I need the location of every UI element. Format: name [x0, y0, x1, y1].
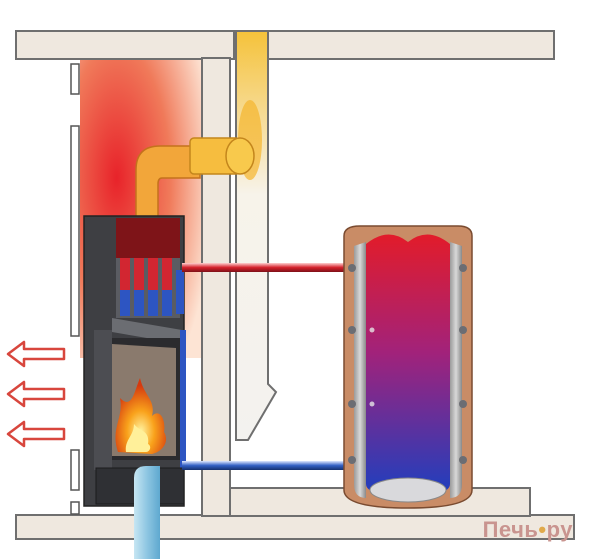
heat-arrow-icon — [6, 380, 66, 408]
floor-wall — [15, 514, 575, 540]
ceiling-wall — [15, 30, 555, 60]
water-pipe-icon — [182, 461, 368, 470]
fireplace-insert — [83, 215, 186, 507]
chimney-flue — [235, 30, 278, 441]
water-storage-tank — [343, 225, 473, 509]
watermark-right: ру — [546, 517, 573, 542]
brand-watermark: Печь•ру — [483, 517, 573, 543]
watermark-left: Печь — [482, 517, 539, 542]
heat-arrow-icon — [6, 340, 66, 368]
heat-arrow-icon — [6, 420, 66, 448]
watermark-dot: • — [538, 517, 547, 542]
interior-wall — [201, 57, 231, 517]
tank-bolts — [348, 264, 467, 464]
heat-exchanger-tubes — [120, 258, 172, 316]
left-vent-slats — [70, 63, 80, 515]
flame-icon — [115, 378, 167, 454]
water-pipe-icon — [182, 263, 368, 272]
flue-pipe — [135, 137, 255, 221]
heat-output-arrows — [6, 340, 66, 448]
air-intake-duct — [134, 466, 160, 559]
